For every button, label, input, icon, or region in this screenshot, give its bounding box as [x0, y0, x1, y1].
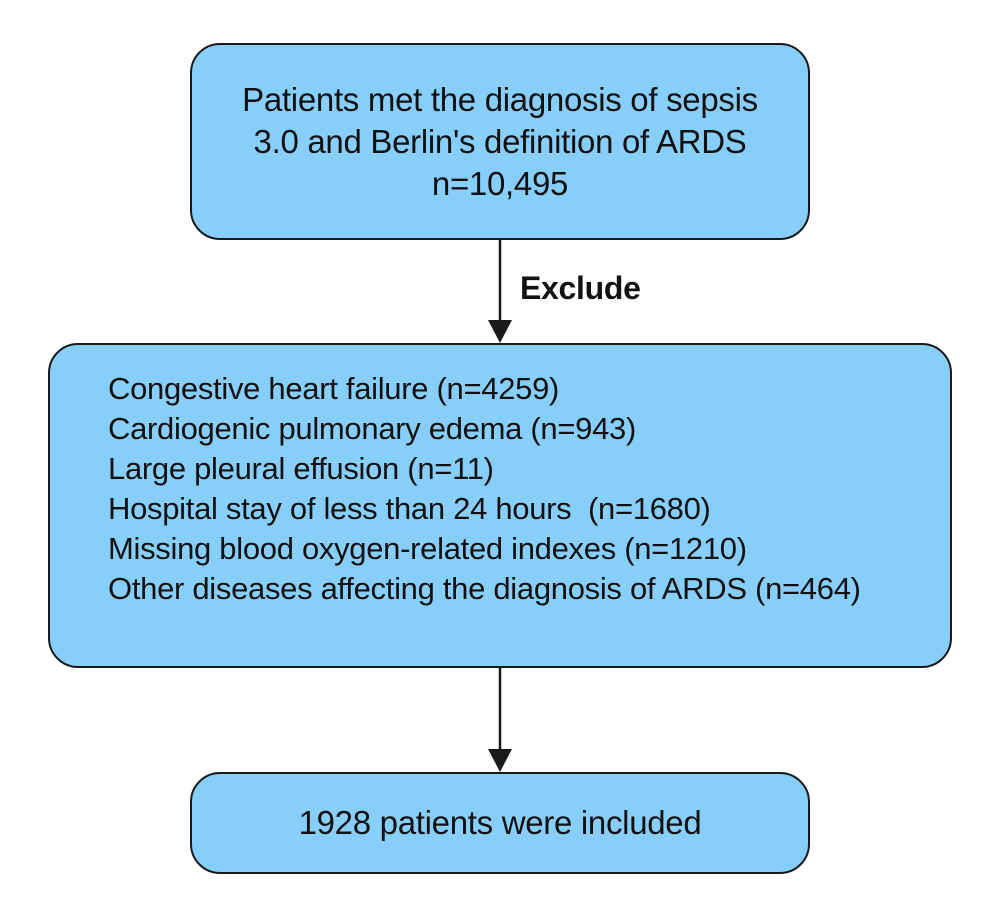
arrow-head-1 — [488, 320, 512, 343]
exclusion-item: Other diseases affecting the diagnosis o… — [108, 571, 861, 606]
bottom-box-text: 1928 patients were included — [298, 804, 702, 841]
exclusion-box: Congestive heart failure (n=4259) Cardio… — [48, 343, 952, 668]
top-box-line-2: 3.0 and Berlin's definition of ARDS — [253, 122, 747, 160]
arrow-head-2 — [488, 749, 512, 772]
exclusion-item: Large pleural effusion (n=11) — [108, 451, 494, 486]
exclusion-item: Missing blood oxygen-related indexes (n=… — [108, 531, 747, 566]
top-box-line-3: n=10,495 — [431, 164, 569, 202]
top-box: Patients met the diagnosis of sepsis 3.0… — [190, 43, 810, 240]
exclusion-item: Hospital stay of less than 24 hours (n=1… — [108, 491, 711, 526]
bottom-box: 1928 patients were included — [190, 772, 810, 874]
exclude-label: Exclude — [520, 270, 641, 306]
exclusion-item: Congestive heart failure (n=4259) — [108, 371, 560, 406]
exclusion-item: Cardiogenic pulmonary edema (n=943) — [108, 411, 637, 446]
top-box-line-1: Patients met the diagnosis of sepsis — [242, 80, 758, 118]
